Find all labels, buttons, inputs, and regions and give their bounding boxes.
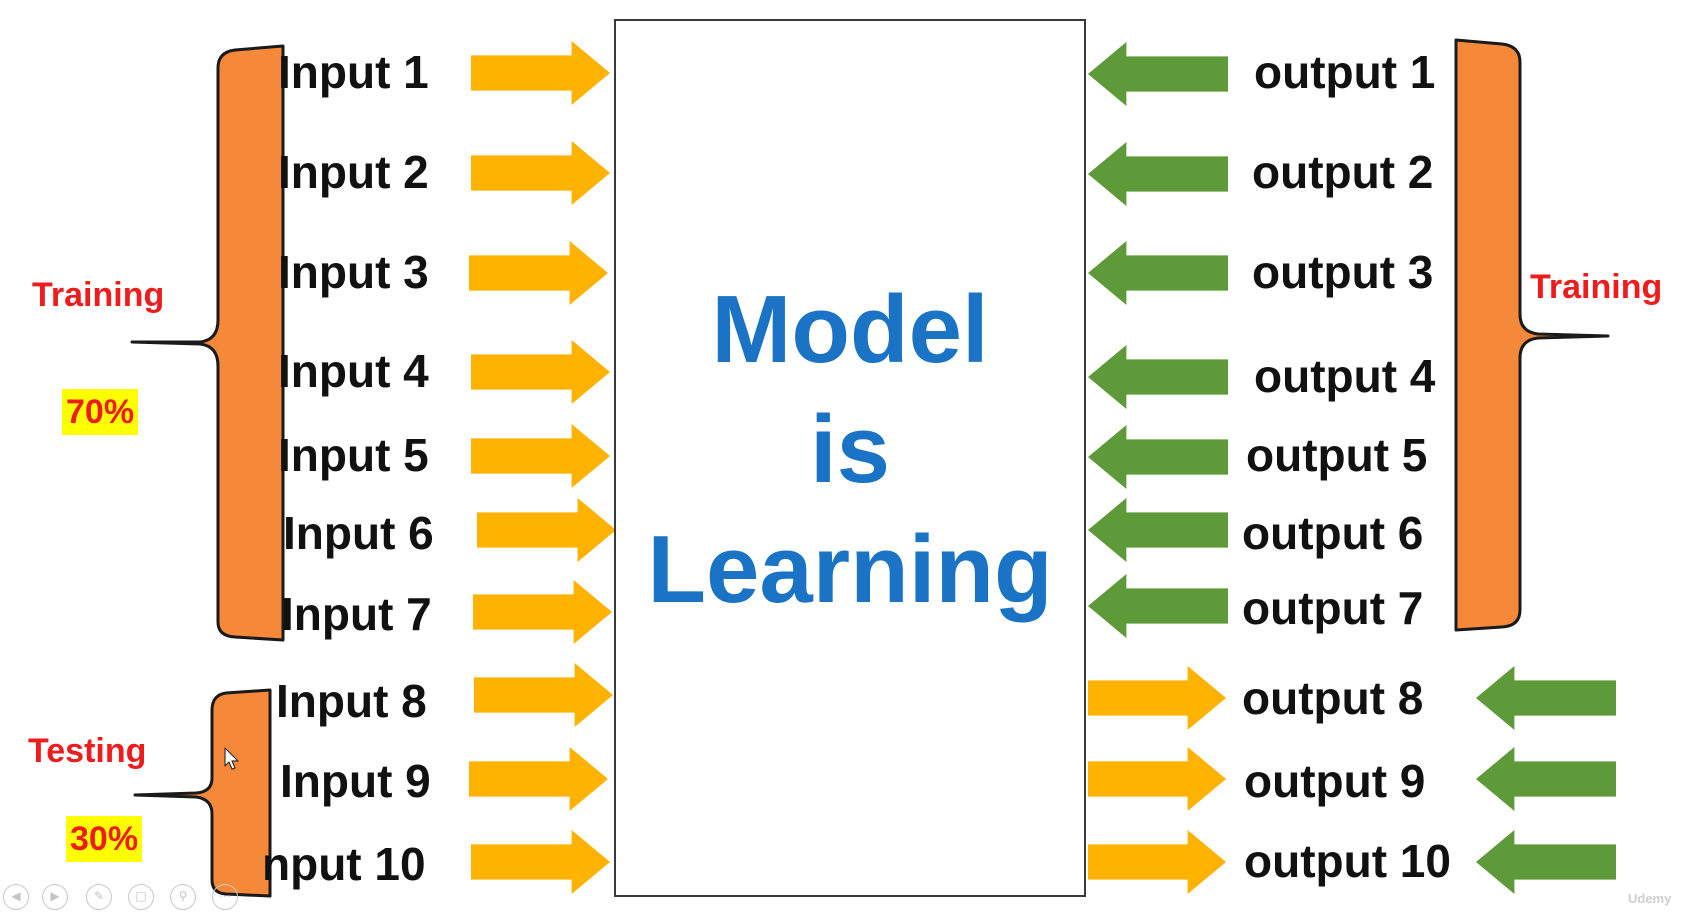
right-training-bracket [1454, 38, 1610, 632]
output-label-7: output 7 [1242, 582, 1424, 634]
output-arrow-2 [1088, 142, 1228, 206]
left-training-label: Training [32, 276, 165, 314]
pen-icon[interactable]: ✎ [86, 884, 112, 910]
input-label-2: Input 2 [278, 146, 429, 198]
right-training-label: Training [1530, 268, 1663, 306]
output-label-5: output 5 [1246, 429, 1428, 481]
output-label-8: output 8 [1242, 672, 1424, 724]
output-label-4: output 4 [1254, 350, 1436, 402]
output-arrow-4 [1088, 345, 1228, 409]
udemy-watermark: Udemy [1628, 891, 1672, 906]
model-title-line2: is [809, 396, 891, 503]
model-title: Model is Learning [614, 270, 1086, 630]
output-label-6: output 6 [1242, 507, 1424, 559]
slides-icon[interactable]: □ [128, 884, 154, 910]
input-label-5: Input 5 [278, 429, 429, 481]
input-label-3: Input 3 [278, 246, 429, 298]
output-arrow-10 [1088, 830, 1226, 894]
input-label-6: Input 6 [283, 507, 434, 559]
input-label-4: Input 4 [278, 345, 429, 397]
output-arrow-1 [1088, 42, 1228, 106]
output-label-2: output 2 [1252, 146, 1434, 198]
input-arrow-6 [477, 498, 616, 562]
input-arrow-1 [471, 41, 610, 105]
target-arrow-9 [1476, 747, 1616, 811]
input-label-9: Input 9 [280, 755, 431, 807]
input-arrow-5 [471, 424, 610, 488]
input-arrow-7 [473, 580, 612, 644]
zoom-icon[interactable]: ⚲ [170, 884, 196, 910]
left-training-percent: 70% [62, 389, 139, 435]
output-arrow-9 [1088, 747, 1226, 811]
left-training-bracket [130, 44, 285, 642]
output-label-3: output 3 [1252, 246, 1434, 298]
left-testing-percent: 30% [66, 816, 143, 862]
input-arrow-3 [469, 241, 608, 305]
output-label-10: output 10 [1244, 835, 1451, 887]
output-label-9: output 9 [1244, 755, 1426, 807]
model-title-line1: Model [711, 276, 989, 383]
next-icon[interactable]: ▶ [42, 884, 68, 910]
output-arrow-8 [1088, 666, 1226, 730]
more-icon[interactable]: ⋯ [212, 884, 238, 910]
input-arrow-8 [474, 663, 613, 727]
output-arrow-6 [1088, 498, 1228, 562]
input-arrow-4 [471, 340, 610, 404]
input-arrow-9 [469, 747, 608, 811]
input-label-8: Input 8 [276, 675, 427, 727]
input-arrow-10 [471, 830, 610, 894]
input-label-7: Input 7 [281, 588, 432, 640]
target-arrow-8 [1476, 666, 1616, 730]
output-arrow-5 [1088, 425, 1228, 489]
left-testing-label: Testing [28, 732, 147, 770]
model-box [614, 19, 1086, 897]
input-arrow-2 [471, 141, 610, 205]
output-arrow-3 [1088, 241, 1228, 305]
mouse-cursor [224, 747, 239, 770]
input-label-10: nput 10 [262, 838, 426, 890]
output-label-1: output 1 [1254, 46, 1436, 98]
left-testing-bracket [133, 688, 272, 898]
previous-icon[interactable]: ◀ [3, 884, 29, 910]
model-title-line3: Learning [647, 516, 1053, 623]
target-arrow-10 [1476, 830, 1616, 894]
output-arrow-7 [1088, 574, 1228, 638]
input-label-1: Input 1 [278, 46, 429, 98]
